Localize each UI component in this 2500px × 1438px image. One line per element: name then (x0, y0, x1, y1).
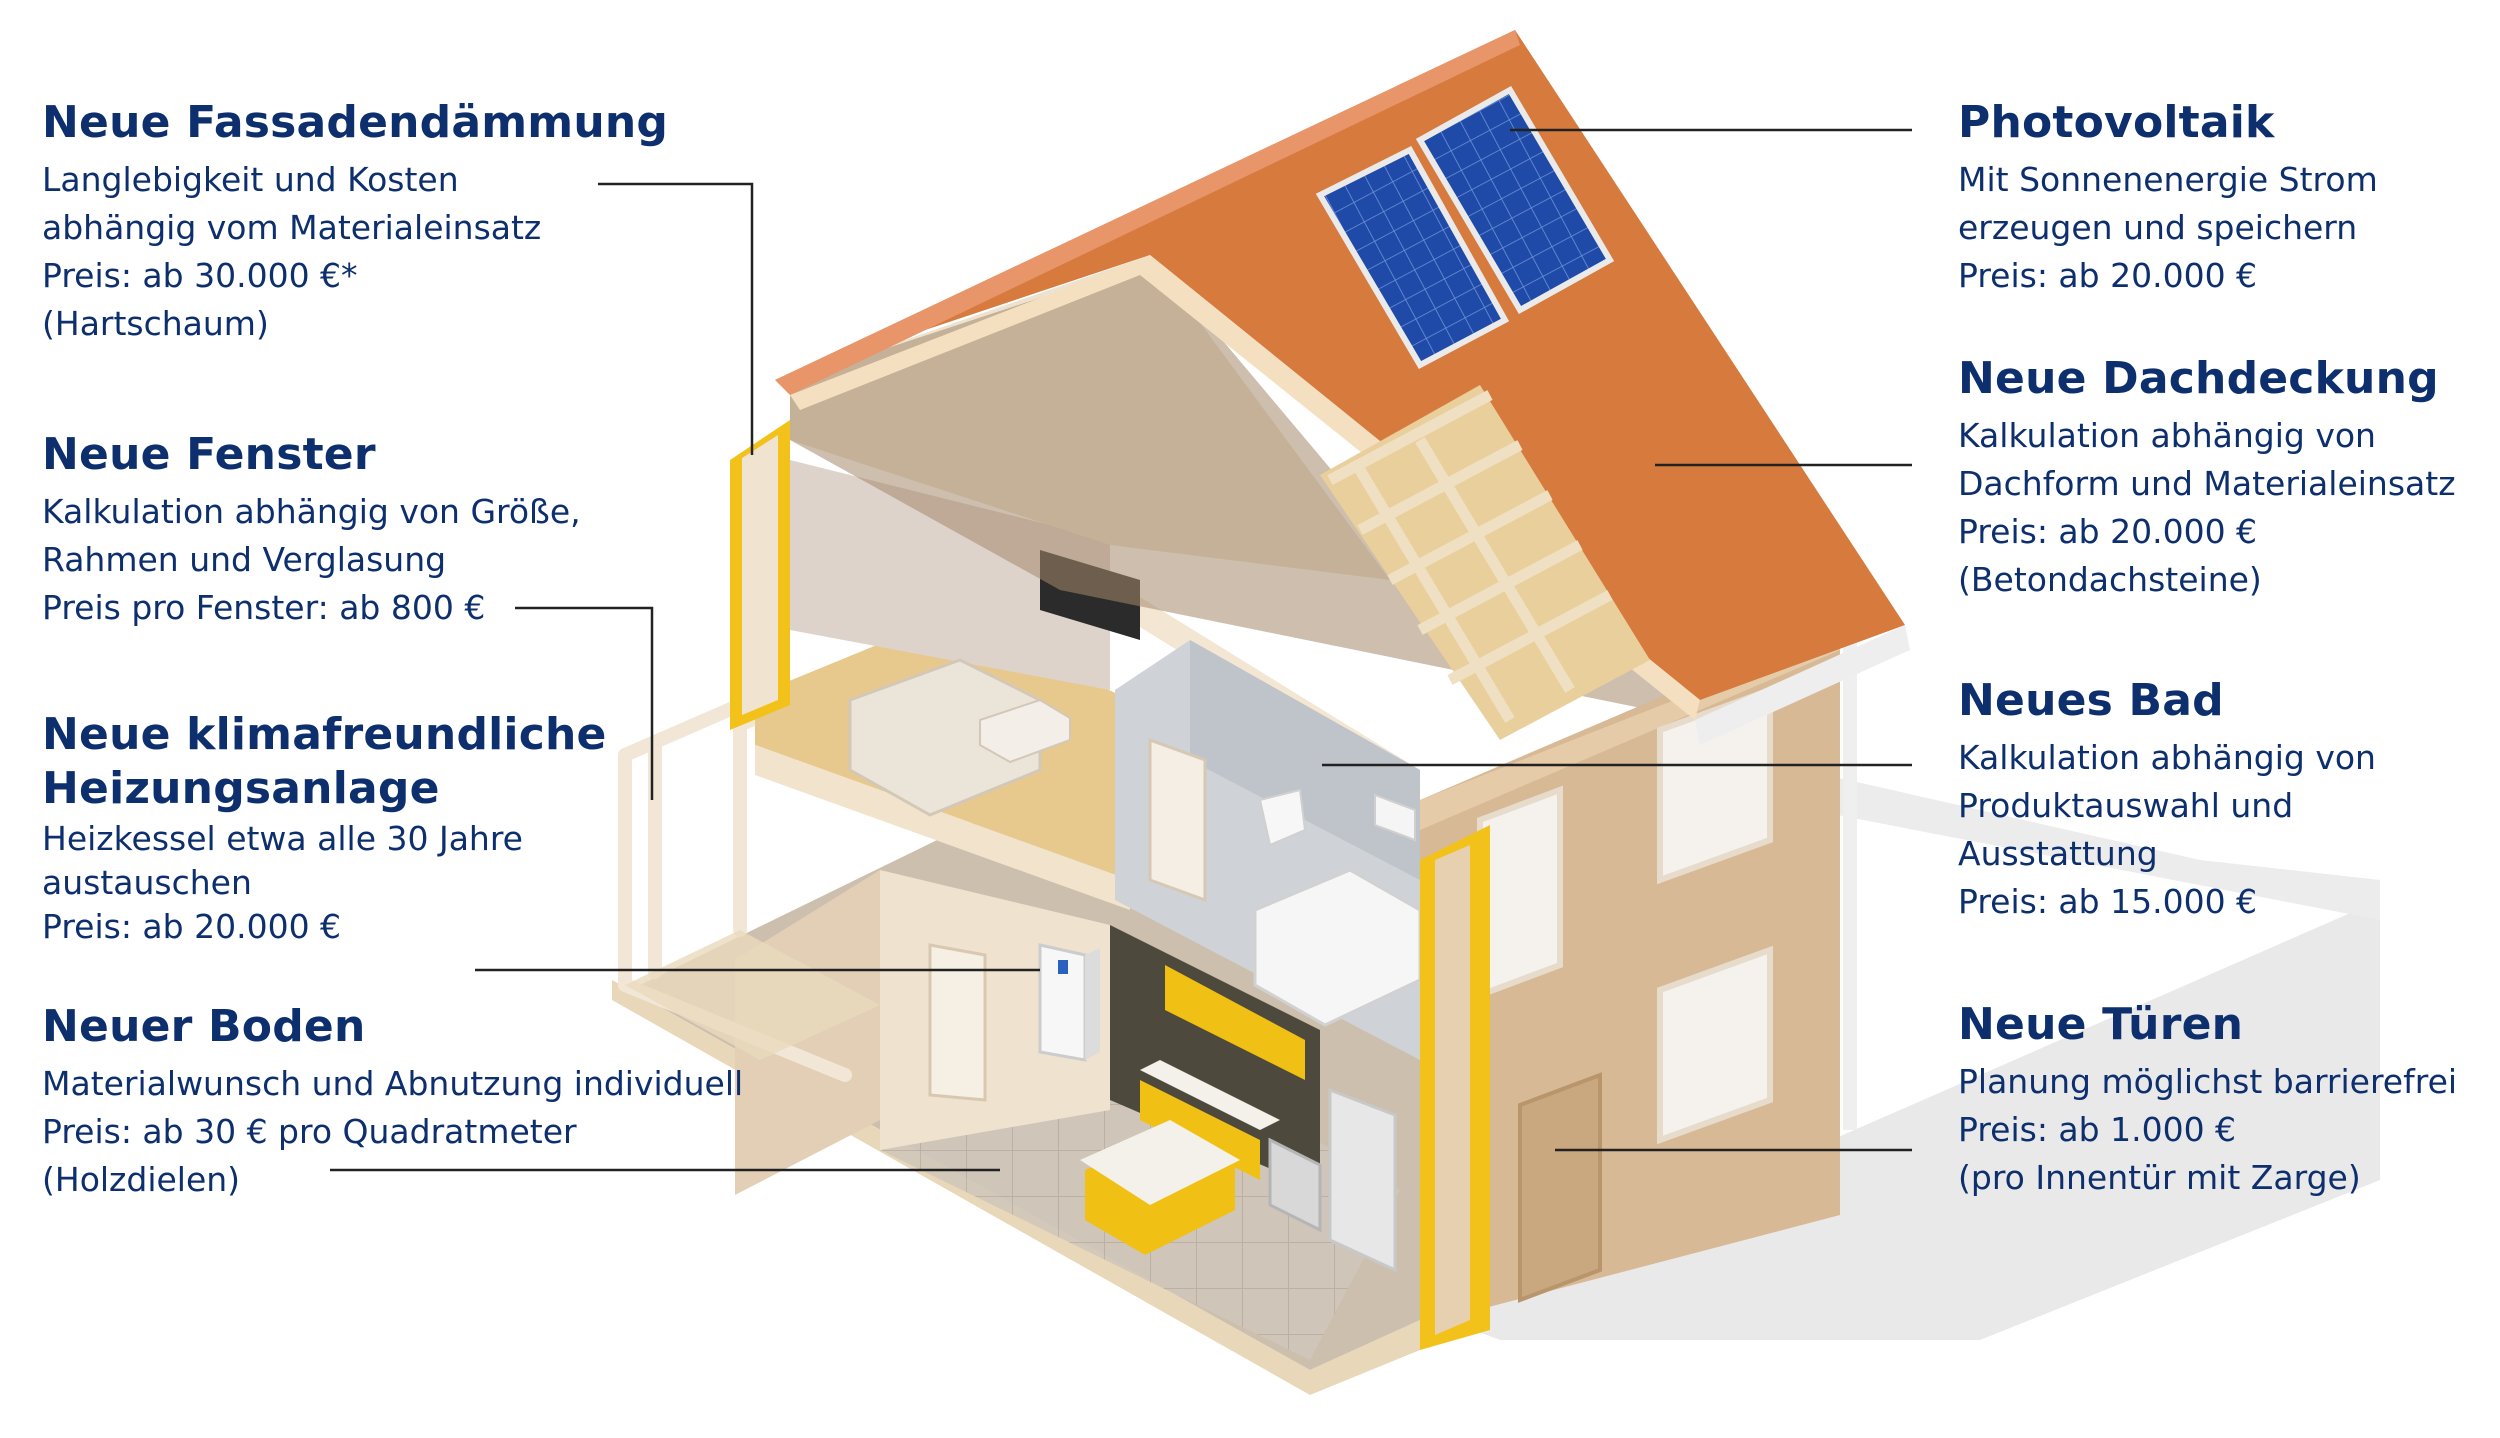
connector-fenster (515, 606, 654, 800)
callout-boden-title: Neuer Boden (42, 1001, 366, 1052)
roof-rafters (1327, 390, 1613, 723)
solar-panel-1 (1315, 146, 1510, 369)
callout-fenster-line-3: Preis pro Fenster: ab 800 € (42, 587, 486, 627)
callout-bad-line-3: Preis: ab 15.000 € (1958, 881, 2258, 921)
callout-fassade-title: Neue Fassadendämmung (42, 97, 669, 148)
callout-bad-line-1: Kalkulation abhängig von (1958, 737, 2376, 777)
ground-door (928, 943, 987, 1102)
sofa (848, 658, 1042, 817)
callout-photovoltaik-line-3: Preis: ab 20.000 € (1958, 255, 2258, 295)
ground-shadow-2 (1760, 760, 2380, 920)
fridge (1328, 1087, 1397, 1273)
callout-heizung-title-line-2: Heizungsanlage (42, 762, 440, 814)
roof-cutaway (1320, 385, 1650, 740)
callout-fassade-line-3: Preis: ab 30.000 €* (42, 255, 358, 295)
callout-tueren-line-2: Preis: ab 1.000 € (1958, 1109, 2237, 1149)
callout-dach-line-4: (Betondachsteine) (1958, 559, 2262, 599)
callout-photovoltaik-title: Photovoltaik (1958, 97, 2275, 148)
callout-fassade-line-1: Langlebigkeit und Kosten (42, 159, 459, 199)
callout-boden-line-3: (Holzdielen) (42, 1159, 241, 1199)
callout-bad-title: Neues Bad (1958, 675, 2224, 726)
gutter (1695, 625, 1910, 745)
callout-tueren: Neue Türen Planung möglichst barrierefre… (1958, 998, 2457, 1202)
upper-window-2 (1477, 785, 1563, 1000)
callout-fassade: Neue Fassadendämmung Langlebigkeit und K… (42, 96, 668, 348)
callout-photovoltaik: Photovoltaik Mit Sonnenenergie Strom erz… (1958, 96, 2378, 300)
roof-edge (775, 30, 1520, 395)
callout-boden: Neuer Boden Materialwunsch und Abnutzung… (42, 1000, 743, 1204)
lower-window (1657, 945, 1773, 1145)
callout-tueren-line-1: Planung möglichst barrierefrei (1958, 1061, 2458, 1101)
callout-dach-line-1: Kalkulation abhängig von (1958, 415, 2376, 455)
callout-heizung-line-1: Heizkessel etwa alle 30 Jahre (42, 819, 523, 859)
callout-photovoltaik-line-1: Mit Sonnenenergie Strom (1958, 159, 2378, 199)
callout-fenster-title: Neue Fenster (42, 429, 376, 480)
callout-heizung: Neue klimafreundliche Heizungsanlage Hei… (42, 708, 607, 949)
callout-heizung-line-3: Preis: ab 20.000 € (42, 907, 342, 947)
callout-dach-line-2: Dachform und Materialeinsatz (1958, 463, 2456, 503)
callout-heizung-title: Neue klimafreundliche Heizungsanlage (42, 708, 607, 815)
front-door (1518, 1072, 1602, 1303)
roof-main (775, 30, 1905, 700)
callout-bad: Neues Bad Kalkulation abhängig von Produ… (1958, 674, 2500, 926)
toilet (1258, 788, 1307, 847)
coffee-table (979, 698, 1071, 764)
connector-lines (330, 128, 1912, 1172)
solar-panel-2 (1415, 85, 1615, 315)
insulation-strip-right-inner (1435, 845, 1470, 1335)
callout-dach-line-3: Preis: ab 20.000 € (1958, 511, 2258, 551)
callout-dach: Neue Dachdeckung Kalkulation abhängig vo… (1958, 352, 2456, 604)
washbasin (1374, 793, 1416, 842)
oven (1268, 1137, 1322, 1233)
callout-boden-line-2: Preis: ab 30 € pro Quadratmeter (42, 1111, 577, 1151)
callout-fassade-line-4: (Hartschaum) (42, 303, 269, 343)
callout-dach-title: Neue Dachdeckung (1958, 353, 2439, 404)
callout-bad-line-2: Produktauswahl und Ausstattung (1958, 785, 2294, 873)
callout-heizung-title-line-1: Neue klimafreundliche (42, 709, 607, 760)
connector-fassade (598, 182, 754, 455)
bath-tile-wall (1190, 640, 1420, 880)
callout-boden-line-1: Materialwunsch und Abnutzung individuell (42, 1063, 744, 1103)
callout-fassade-line-2: abhängig vom Materialeinsatz (42, 207, 542, 247)
callout-tueren-line-3: (pro Innentür mit Zarge) (1958, 1157, 2361, 1197)
kitchen-upper-cabinets (1165, 965, 1305, 1080)
callout-fenster-line-2: Rahmen und Verglasung (42, 539, 447, 579)
bath-door (1148, 737, 1207, 903)
balcony-frame (618, 698, 852, 1082)
callout-fenster: Neue Fenster Kalkulation abhängig von Gr… (42, 428, 581, 632)
callout-heizung-line-2: austauschen (42, 863, 252, 903)
callout-fenster-line-1: Kalkulation abhängig von Größe, (42, 491, 581, 531)
living-back-wall (790, 460, 1110, 690)
callout-photovoltaik-line-2: erzeugen und speichern (1958, 207, 2358, 247)
roof-underside (790, 255, 1700, 720)
callout-tueren-title: Neue Türen (1958, 999, 2244, 1050)
